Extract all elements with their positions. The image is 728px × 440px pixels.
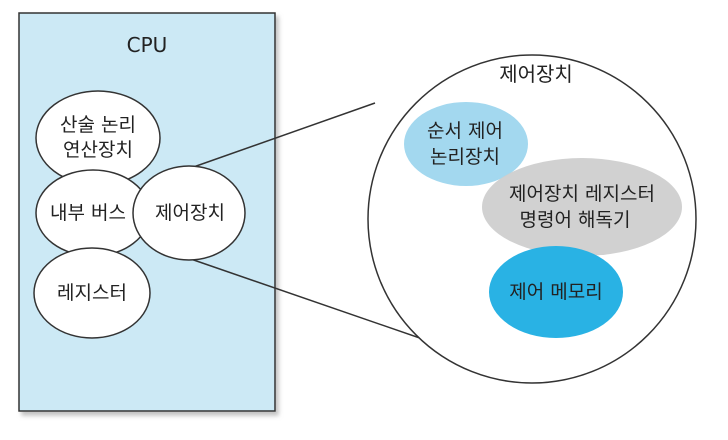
register-decoder-line2: 명령어 해독기: [520, 209, 631, 231]
register-label: 레지스터: [57, 282, 127, 304]
register-decoder-line1: 제어장치 레지스터: [509, 183, 655, 205]
control-memory-label: 제어 메모리: [509, 281, 602, 303]
internal-bus-label: 내부 버스: [50, 202, 126, 224]
sequence-logic-line1: 순서 제어: [427, 120, 503, 142]
register-ellipse: [33, 247, 151, 339]
control-unit-ellipse: [132, 165, 246, 261]
register-decoder-ellipse: [482, 158, 682, 256]
control-memory-ellipse: [489, 246, 623, 338]
alu-label-line1: 산술 논리: [60, 114, 136, 136]
zoom-title: 제어장치: [499, 62, 573, 86]
control-unit-label: 제어장치: [155, 202, 225, 224]
zoom-line-bottom: [184, 256, 441, 346]
sequence-logic-line2: 논리장치: [430, 146, 500, 168]
alu-label-line2: 연산장치: [63, 139, 133, 161]
cpu-title: CPU: [127, 33, 168, 57]
sequence-logic-ellipse: [404, 102, 528, 186]
zoom-line-top: [184, 102, 376, 171]
